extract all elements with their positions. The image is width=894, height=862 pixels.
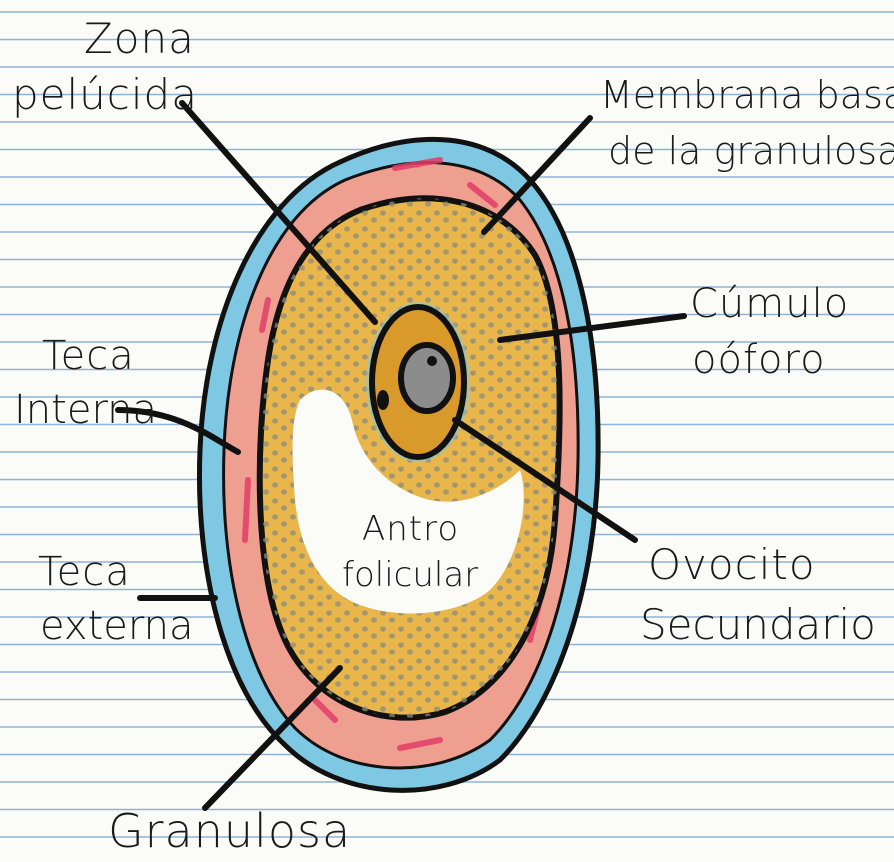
label-secundario: Secundario bbox=[640, 604, 876, 646]
label-ooforo: oóforo bbox=[692, 340, 826, 380]
label-zona: Zona bbox=[84, 18, 195, 60]
label-granulosa: Granulosa bbox=[108, 808, 351, 854]
label-membrana-basal: Membrana basal bbox=[600, 76, 894, 114]
label-teca-interna-2: Interna bbox=[14, 390, 157, 430]
nucleolus bbox=[427, 356, 437, 366]
label-teca-interna-1: Teca bbox=[42, 336, 135, 376]
label-cumulo: Cúmulo bbox=[690, 284, 849, 324]
label-pelucida: pelúcida bbox=[12, 74, 198, 116]
label-teca-externa-2: externa bbox=[40, 606, 193, 646]
ovocito-nucleus bbox=[401, 345, 453, 411]
label-ovocito: Ovocito bbox=[648, 544, 816, 586]
label-antro: Antro bbox=[362, 512, 459, 546]
label-de-la-granulosa: de la granulosa bbox=[608, 132, 894, 170]
label-teca-externa-1: Teca bbox=[38, 552, 131, 592]
label-folicular: folicular bbox=[342, 558, 478, 592]
polar-body bbox=[377, 390, 389, 410]
